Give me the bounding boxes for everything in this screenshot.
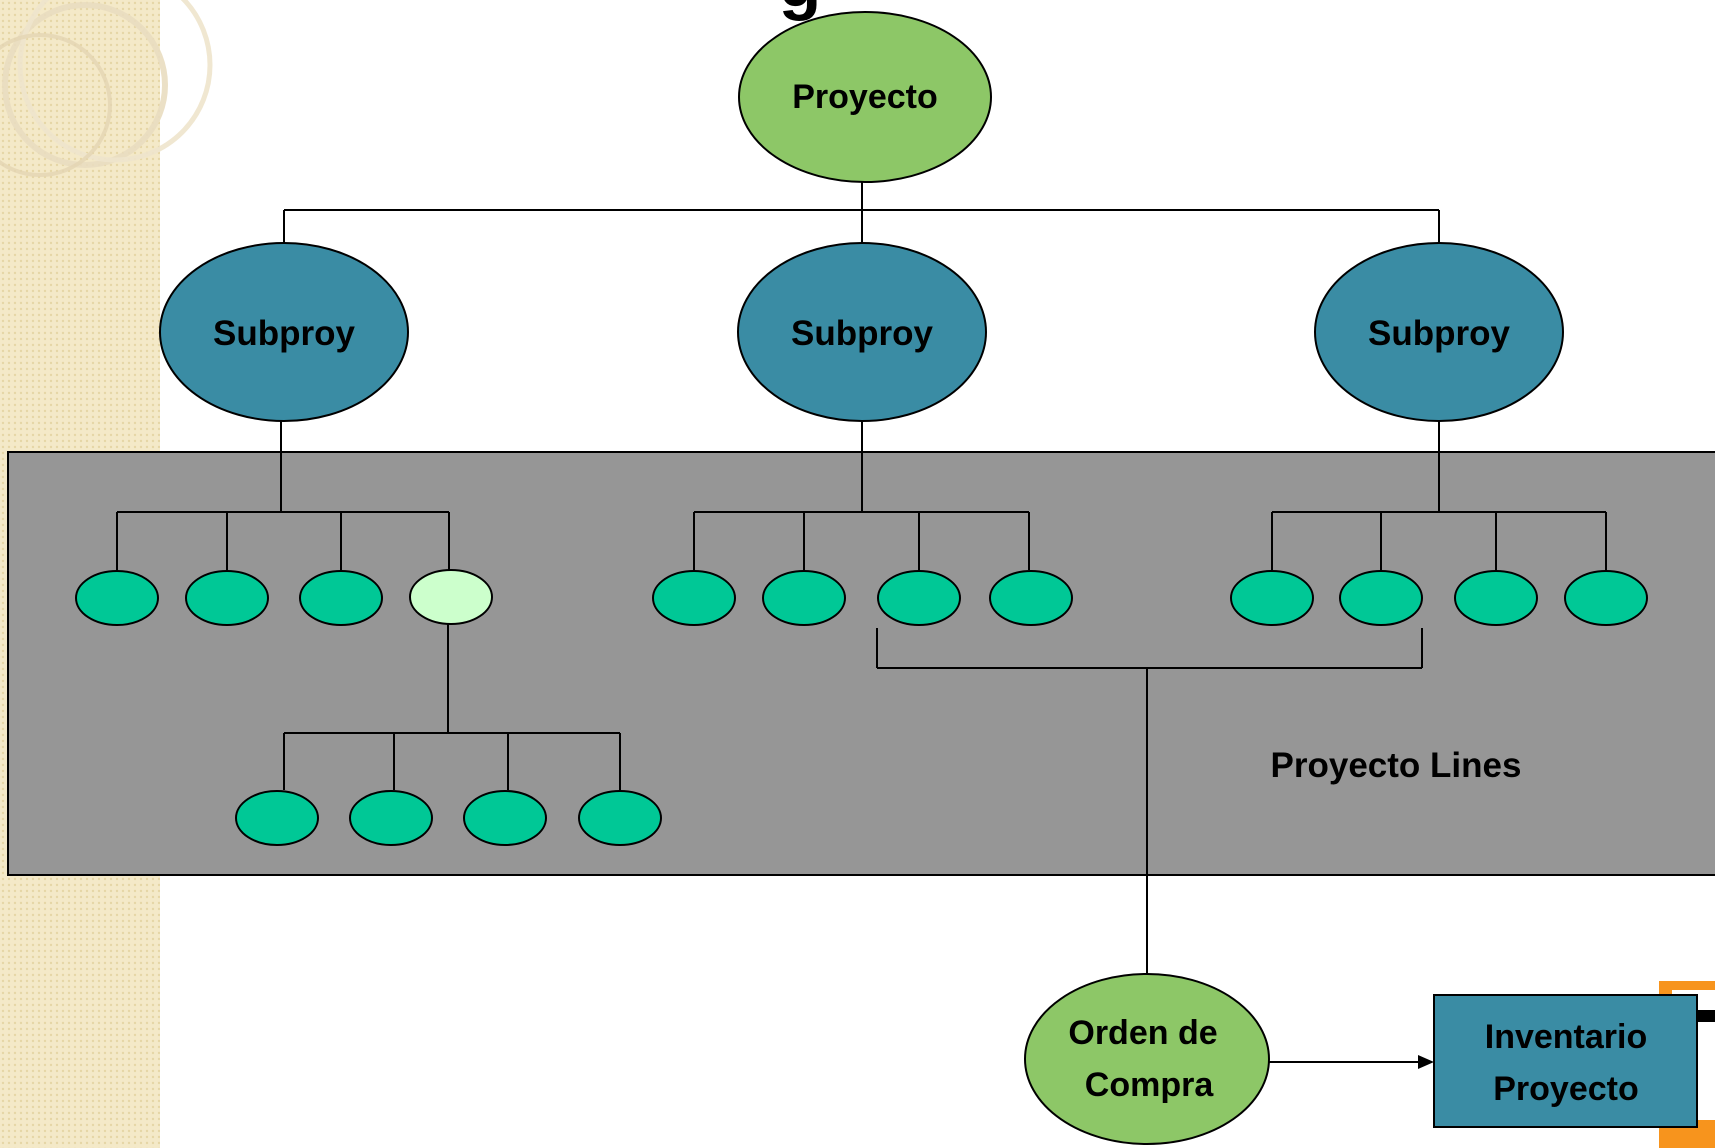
subproject-connectors	[116, 421, 1607, 976]
subproject-label: Subproy	[213, 314, 355, 353]
purchase-order-label-line2: Compra	[1085, 1066, 1215, 1104]
inventory-label-line2: Proyecto	[1493, 1070, 1639, 1108]
title-fragment: g	[779, 0, 822, 21]
region-label: Proyecto Lines	[1271, 746, 1522, 785]
line-item	[1339, 570, 1423, 626]
line-item	[989, 570, 1073, 626]
inventory-label-line1: Inventario	[1485, 1018, 1647, 1056]
line-item	[185, 570, 269, 626]
sub-line-item	[463, 790, 547, 846]
line-item	[762, 570, 846, 626]
line-item	[652, 570, 736, 626]
sub-line-item	[578, 790, 662, 846]
subproject-node: Subproy	[159, 242, 409, 422]
arrow-connector	[1269, 1055, 1434, 1069]
line-item	[75, 570, 159, 626]
line-items	[75, 569, 1648, 846]
subproject-label: Subproy	[1368, 314, 1510, 353]
subproject-node: Subproy	[1314, 242, 1564, 422]
root-connectors	[283, 182, 1440, 243]
subproject-node: Subproy	[737, 242, 987, 422]
purchase-order-node: Orden de Compra	[1024, 973, 1270, 1145]
sub-line-item	[235, 790, 319, 846]
subproject-label: Subproy	[791, 314, 933, 353]
line-item	[299, 570, 383, 626]
line-item	[877, 570, 961, 626]
line-item	[1564, 570, 1648, 626]
line-item	[1454, 570, 1538, 626]
line-item	[1230, 570, 1314, 626]
purchase-order-label-line1: Orden de	[1068, 1014, 1217, 1052]
root-node-label: Proyecto	[792, 78, 938, 116]
sub-line-item	[349, 790, 433, 846]
root-node: Proyecto	[738, 11, 992, 183]
inventory-node: Inventario Proyecto	[1433, 994, 1698, 1128]
line-item-highlighted	[409, 569, 493, 625]
